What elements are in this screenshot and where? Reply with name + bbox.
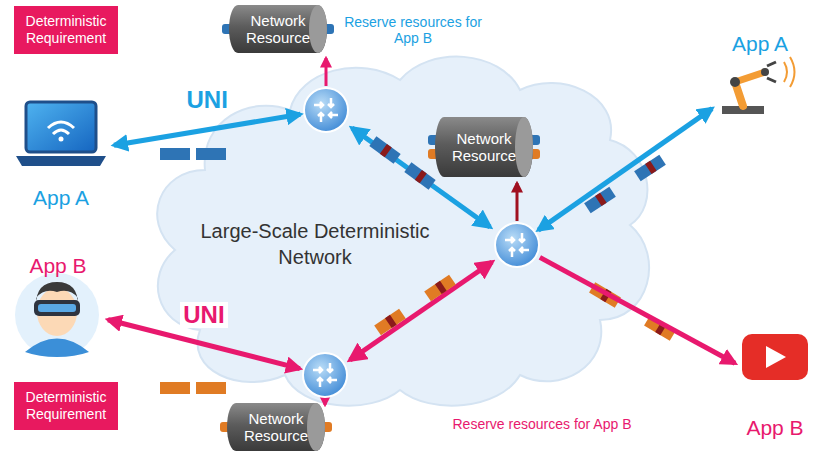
app-icon: App B (8, 254, 108, 360)
node-text: Deterministic Requirement (20, 389, 112, 424)
link-arrow (540, 257, 735, 363)
node-text: Network Resource (448, 130, 520, 165)
node-text: Network Resource (240, 410, 312, 445)
app-icon: App A (8, 98, 114, 210)
app-icon: App A (712, 32, 808, 118)
requirement-box: Deterministic Requirement (14, 382, 118, 430)
app-label: App B (8, 254, 108, 278)
reserve-arrow (516, 183, 519, 221)
router-symbol (303, 88, 539, 397)
edge-label: UNI (180, 302, 227, 328)
reserve-note: Reserve resources for App B (338, 14, 488, 46)
requirement-box: Deterministic Requirement (14, 6, 118, 54)
reserve-arrow (325, 58, 328, 86)
robot-arm-icon (722, 57, 795, 114)
router-arrows (313, 98, 529, 387)
vr-user-icon (15, 273, 99, 357)
reserve-arrow (324, 399, 327, 405)
edge-label: UNI (184, 87, 231, 113)
packets (160, 136, 676, 394)
laptop-icon (16, 102, 106, 166)
node-text: Deterministic Requirement (20, 13, 112, 48)
app-icon: App B (735, 330, 815, 440)
node-text: Network Resource (242, 12, 314, 47)
resource-cylinder: Network Resource (220, 4, 336, 54)
resource-cylinder: Network Resource (426, 116, 542, 178)
app-label: App A (8, 186, 114, 210)
link-arrow (114, 114, 300, 145)
link-arrow (350, 262, 492, 360)
reserve-note: Reserve resources for App B (432, 416, 652, 432)
link-arrow (538, 109, 712, 231)
video-app-icon (742, 334, 808, 380)
app-label: App B (735, 416, 815, 440)
resource-cylinder: Network Resource (218, 402, 334, 452)
network-title: Large-Scale Deterministic Network (195, 218, 435, 270)
app-label: App A (712, 32, 808, 56)
